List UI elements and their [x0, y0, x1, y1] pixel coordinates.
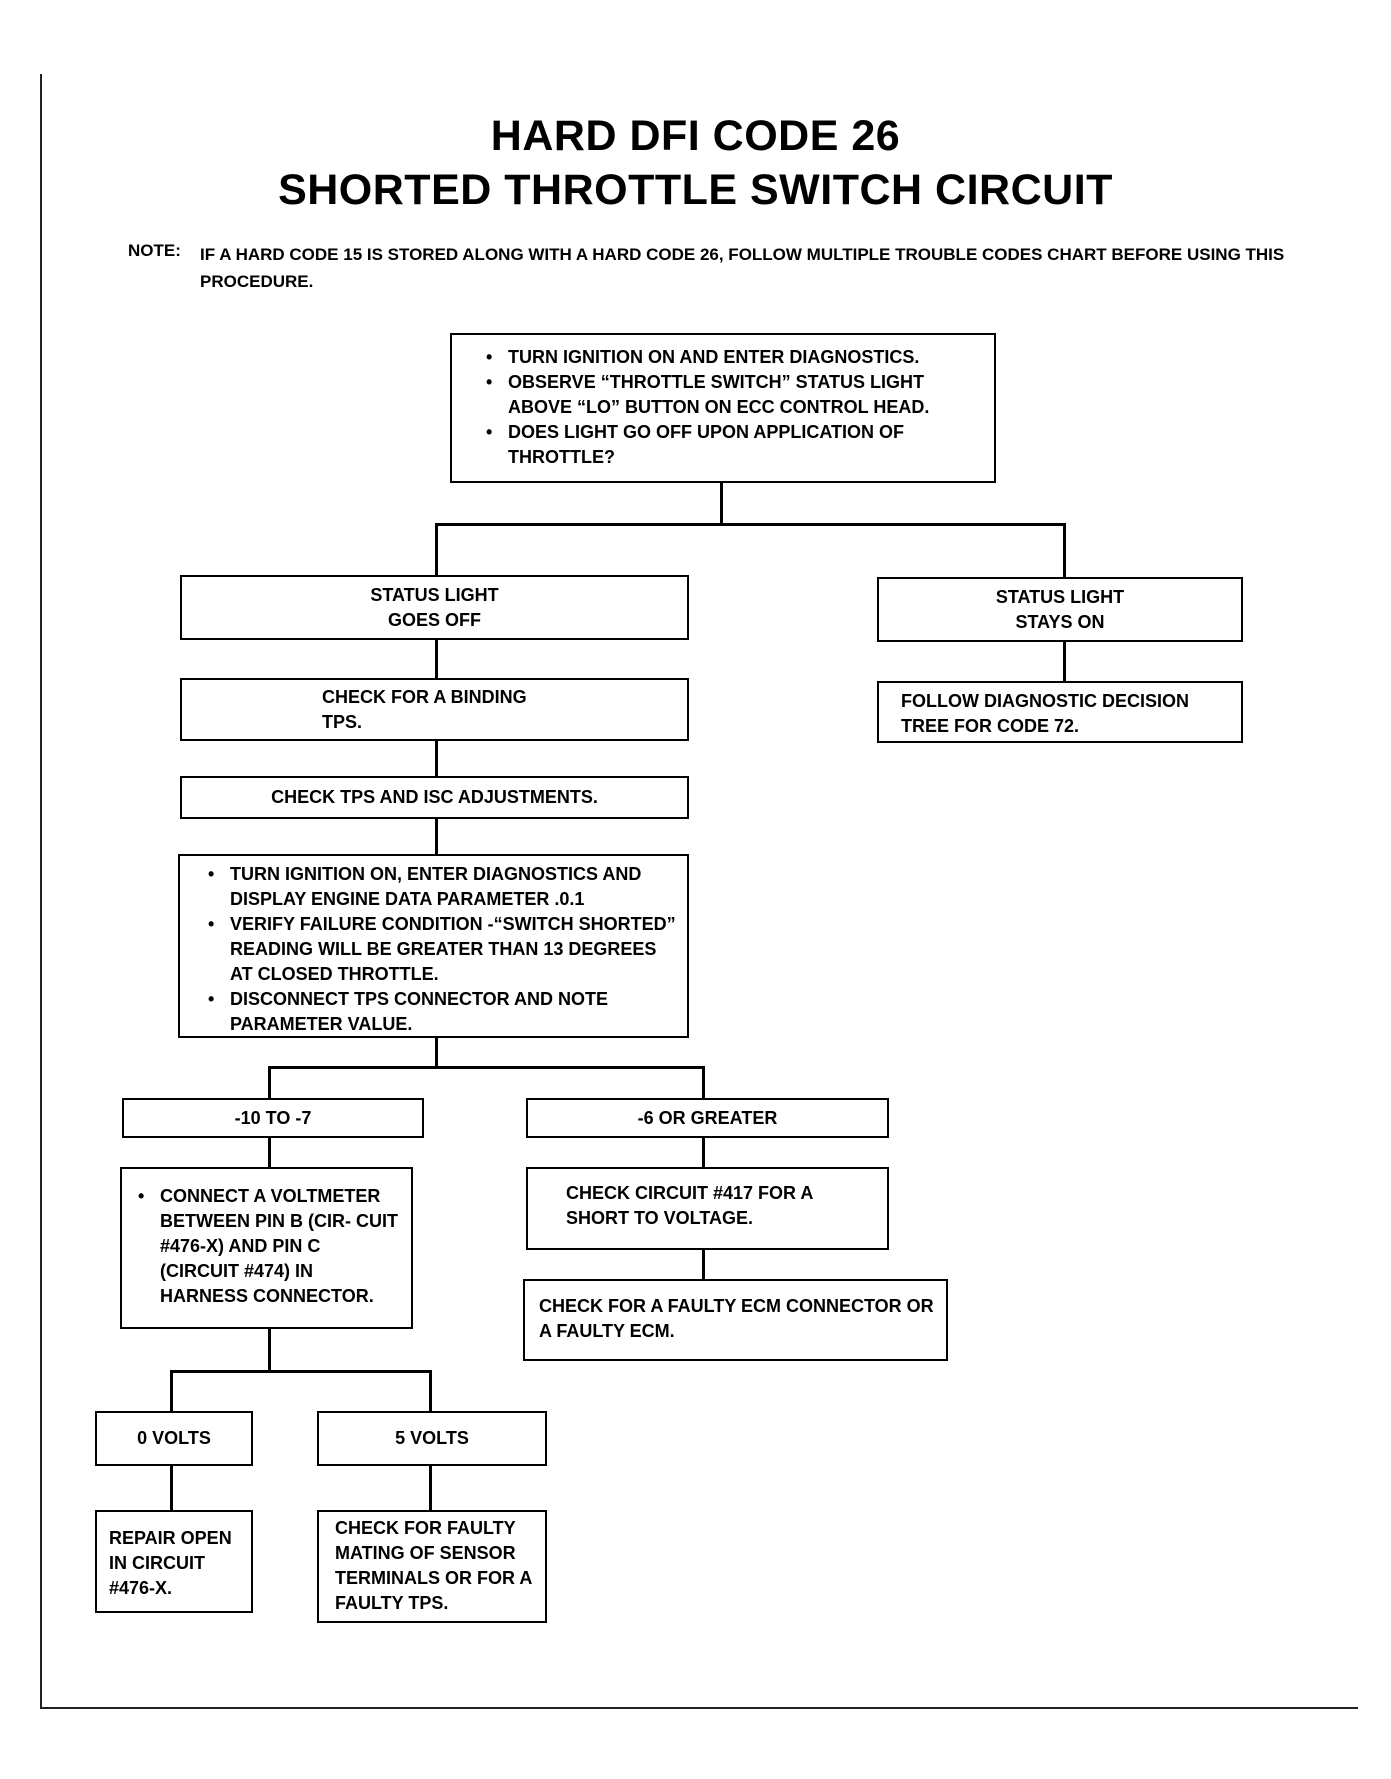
start-step-2: OBSERVE “THROTTLE SWITCH” STATUS LIGHT A… — [486, 370, 982, 420]
five-volts-text: 5 VOLTS — [395, 1428, 469, 1448]
connector — [268, 1327, 271, 1372]
repair-open-text: REPAIR OPEN IN CIRCUIT #476-X. — [109, 1528, 232, 1598]
range-low-box: -10 TO -7 — [122, 1098, 424, 1138]
note-label: NOTE: — [128, 241, 181, 260]
voltmeter-step: CONNECT A VOLTMETER BETWEEN PIN B (CIR- … — [138, 1184, 403, 1309]
connector — [435, 817, 438, 855]
check-ecm-text: CHECK FOR A FAULTY ECM CONNECTOR OR A FA… — [539, 1296, 934, 1341]
diagnostic-step-3: DISCONNECT TPS CONNECTOR AND NOTE PARAME… — [208, 987, 677, 1037]
connector — [170, 1464, 173, 1512]
connector — [702, 1136, 705, 1168]
check-mating-box: CHECK FOR FAULTY MATING OF SENSOR TERMIN… — [317, 1510, 547, 1623]
five-volts-box: 5 VOLTS — [317, 1411, 547, 1466]
check-tps-isc-text: CHECK TPS AND ISC ADJUSTMENTS. — [271, 787, 598, 807]
connector — [720, 480, 723, 525]
range-low-text: -10 TO -7 — [234, 1107, 312, 1128]
check-tps-isc-box: CHECK TPS AND ISC ADJUSTMENTS. — [180, 776, 689, 819]
title-line-2: SHORTED THROTTLE SWITCH CIRCUIT — [278, 166, 1113, 214]
status-light-stays-on-box: STATUS LIGHT STAYS ON — [877, 577, 1243, 642]
connector — [429, 1464, 432, 1512]
follow-decision-tree-text: FOLLOW DIAGNOSTIC DECISION TREE FOR CODE… — [901, 691, 1189, 736]
connector — [702, 1248, 705, 1280]
follow-decision-tree-box: FOLLOW DIAGNOSTIC DECISION TREE FOR CODE… — [877, 681, 1243, 743]
connector — [1063, 640, 1066, 682]
zero-volts-text: 0 VOLTS — [137, 1428, 211, 1448]
note-text: IF A HARD CODE 15 IS STORED ALONG WITH A… — [200, 245, 1285, 291]
diagnostic-step-1: TURN IGNITION ON, ENTER DIAGNOSTICS AND … — [208, 862, 677, 912]
connector — [435, 1036, 438, 1068]
status-light-goes-off-text: STATUS LIGHT GOES OFF — [370, 584, 499, 630]
connector — [268, 1066, 271, 1099]
check-ecm-box: CHECK FOR A FAULTY ECM CONNECTOR OR A FA… — [523, 1279, 948, 1361]
diagnostic-steps-box: TURN IGNITION ON, ENTER DIAGNOSTICS AND … — [178, 854, 689, 1038]
range-high-text: -6 OR GREATER — [637, 1107, 778, 1128]
connector — [435, 638, 438, 678]
frame-left-border — [40, 74, 42, 1708]
check-mating-text: CHECK FOR FAULTY MATING OF SENSOR TERMIN… — [335, 1518, 532, 1613]
connector — [170, 1370, 173, 1413]
voltmeter-box: CONNECT A VOLTMETER BETWEEN PIN B (CIR- … — [120, 1167, 413, 1329]
status-light-stays-on-text: STATUS LIGHT STAYS ON — [995, 586, 1125, 632]
diagnostic-step-2: VERIFY FAILURE CONDITION -“SWITCH SHORTE… — [208, 912, 677, 987]
connector — [268, 1066, 705, 1069]
start-step-3: DOES LIGHT GO OFF UPON APPLICATION OF TH… — [486, 420, 982, 470]
connector — [435, 739, 438, 777]
check-binding-tps-text: CHECK FOR A BINDING TPS. — [322, 686, 527, 732]
zero-volts-box: 0 VOLTS — [95, 1411, 253, 1466]
check-circuit-417-box: CHECK CIRCUIT #417 FOR A SHORT TO VOLTAG… — [526, 1167, 889, 1250]
start-step-1: TURN IGNITION ON AND ENTER DIAGNOSTICS. — [486, 345, 982, 370]
connector — [170, 1370, 432, 1373]
connector — [702, 1066, 705, 1099]
connector — [1063, 523, 1066, 578]
check-circuit-417-text: CHECK CIRCUIT #417 FOR A SHORT TO VOLTAG… — [566, 1183, 813, 1228]
start-box: TURN IGNITION ON AND ENTER DIAGNOSTICS. … — [450, 333, 996, 483]
status-light-goes-off-box: STATUS LIGHT GOES OFF — [180, 575, 689, 640]
repair-open-box: REPAIR OPEN IN CIRCUIT #476-X. — [95, 1510, 253, 1613]
connector — [429, 1370, 432, 1413]
connector — [435, 523, 1066, 526]
range-high-box: -6 OR GREATER — [526, 1098, 889, 1138]
connector — [268, 1136, 271, 1168]
check-binding-tps-box: CHECK FOR A BINDING TPS. — [180, 678, 689, 741]
frame-bottom-border — [40, 1707, 1358, 1709]
title-line-1: HARD DFI CODE 26 — [490, 112, 901, 160]
connector — [435, 523, 438, 576]
